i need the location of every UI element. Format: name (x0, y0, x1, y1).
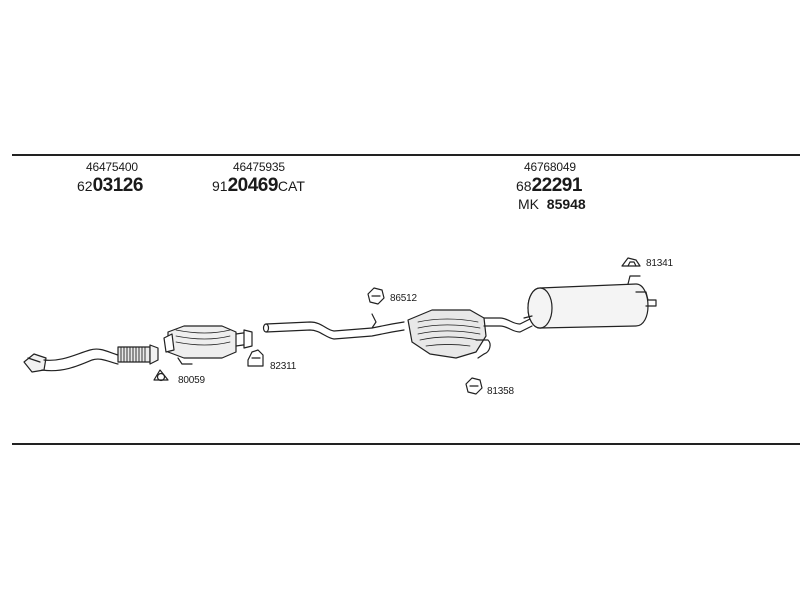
catalyst-prefix: 91 (212, 178, 228, 194)
intermediate-pipe-drawing (262, 313, 405, 340)
gasket-80059-drawing (153, 369, 169, 382)
clamp-81358-drawing (465, 377, 483, 395)
clamp-82311-drawing (247, 349, 264, 367)
hanger-81341-drawing (621, 257, 641, 267)
rear-system-main-number: 22291 (531, 175, 583, 196)
mounting-kit-prefix: MK (518, 196, 539, 212)
catalytic-converter-drawing (163, 325, 253, 365)
catalyst-suffix: CAT (277, 178, 305, 194)
top-divider-line (12, 154, 800, 156)
clamp-86512-drawing (367, 287, 385, 305)
front-pipe-part-number: 6203126 (77, 175, 143, 197)
rear-system-prefix: 68 (516, 178, 532, 194)
catalyst-part-number: 9120469CAT (212, 175, 305, 197)
part-label-82311: 82311 (270, 361, 297, 372)
front-pipe-main-number: 03126 (92, 175, 144, 196)
part-label-80059: 80059 (178, 375, 205, 386)
middle-silencer-drawing (407, 309, 533, 359)
mounting-kit-number: MK 85948 (518, 196, 586, 212)
mounting-kit-main-number: 85948 (546, 196, 586, 212)
part-label-81341: 81341 (646, 258, 673, 269)
part-label-81358: 81358 (487, 386, 514, 397)
part-label-86512: 86512 (390, 293, 417, 304)
bottom-divider-line (12, 443, 800, 445)
front-pipe-drawing (23, 344, 159, 373)
catalyst-main-number: 20469 (227, 175, 279, 196)
front-pipe-reference: 46475400 (86, 160, 138, 174)
rear-system-part-number: 6822291 (516, 175, 582, 197)
catalyst-reference: 46475935 (233, 160, 285, 174)
front-pipe-prefix: 62 (77, 178, 93, 194)
rear-system-reference: 46768049 (524, 160, 576, 174)
rear-silencer-drawing (523, 275, 657, 329)
